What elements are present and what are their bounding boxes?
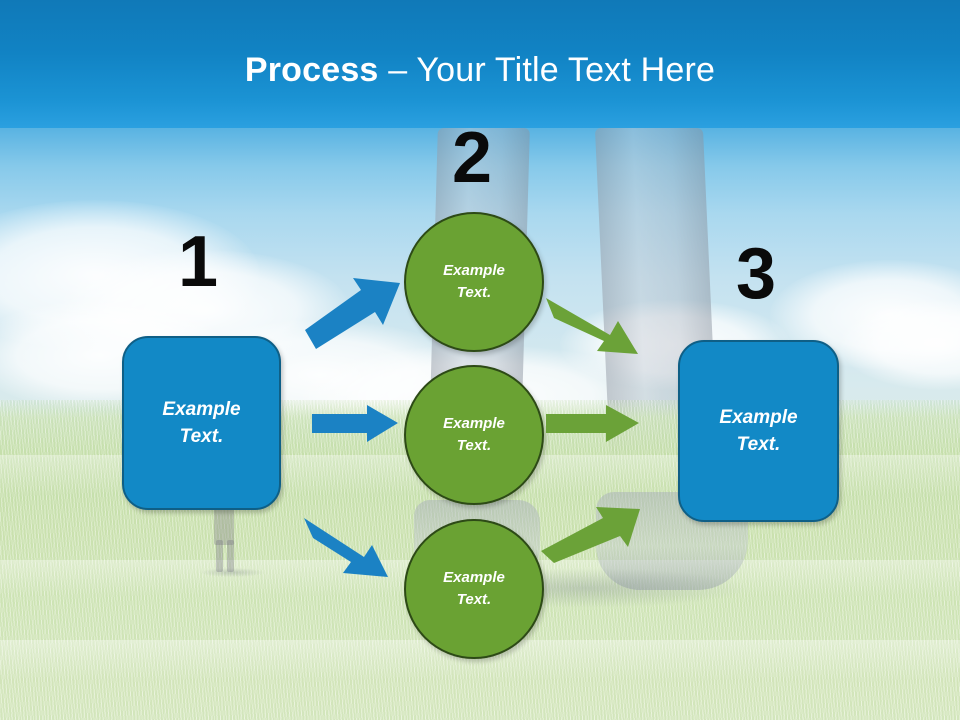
title-banner <box>0 0 960 128</box>
title-separator: – <box>378 51 417 89</box>
branch-circle-3-label: Example Text. <box>443 569 505 608</box>
branch-circle-1-label: Example Text. <box>443 262 505 301</box>
page-title: Process – Your Title Text Here <box>0 49 960 91</box>
process-box-step-1[interactable]: Example Text. <box>122 336 281 510</box>
branch-circle-1[interactable]: Example Text. <box>404 212 544 352</box>
title-prefix: Process <box>244 51 379 89</box>
step-number-3: 3 <box>735 234 777 314</box>
process-box-step-3[interactable]: Example Text. <box>678 340 839 522</box>
step-number-2: 2 <box>451 118 493 198</box>
process-box-step-3-label: Example Text. <box>719 407 798 455</box>
branch-circle-2-label: Example Text. <box>443 415 505 454</box>
title-rest: Your Title Text Here <box>416 51 716 89</box>
process-box-step-1-label: Example Text. <box>162 399 241 447</box>
branch-circle-3[interactable]: Example Text. <box>404 519 544 659</box>
branch-circle-2[interactable]: Example Text. <box>404 365 544 505</box>
step-number-1: 1 <box>177 222 219 302</box>
